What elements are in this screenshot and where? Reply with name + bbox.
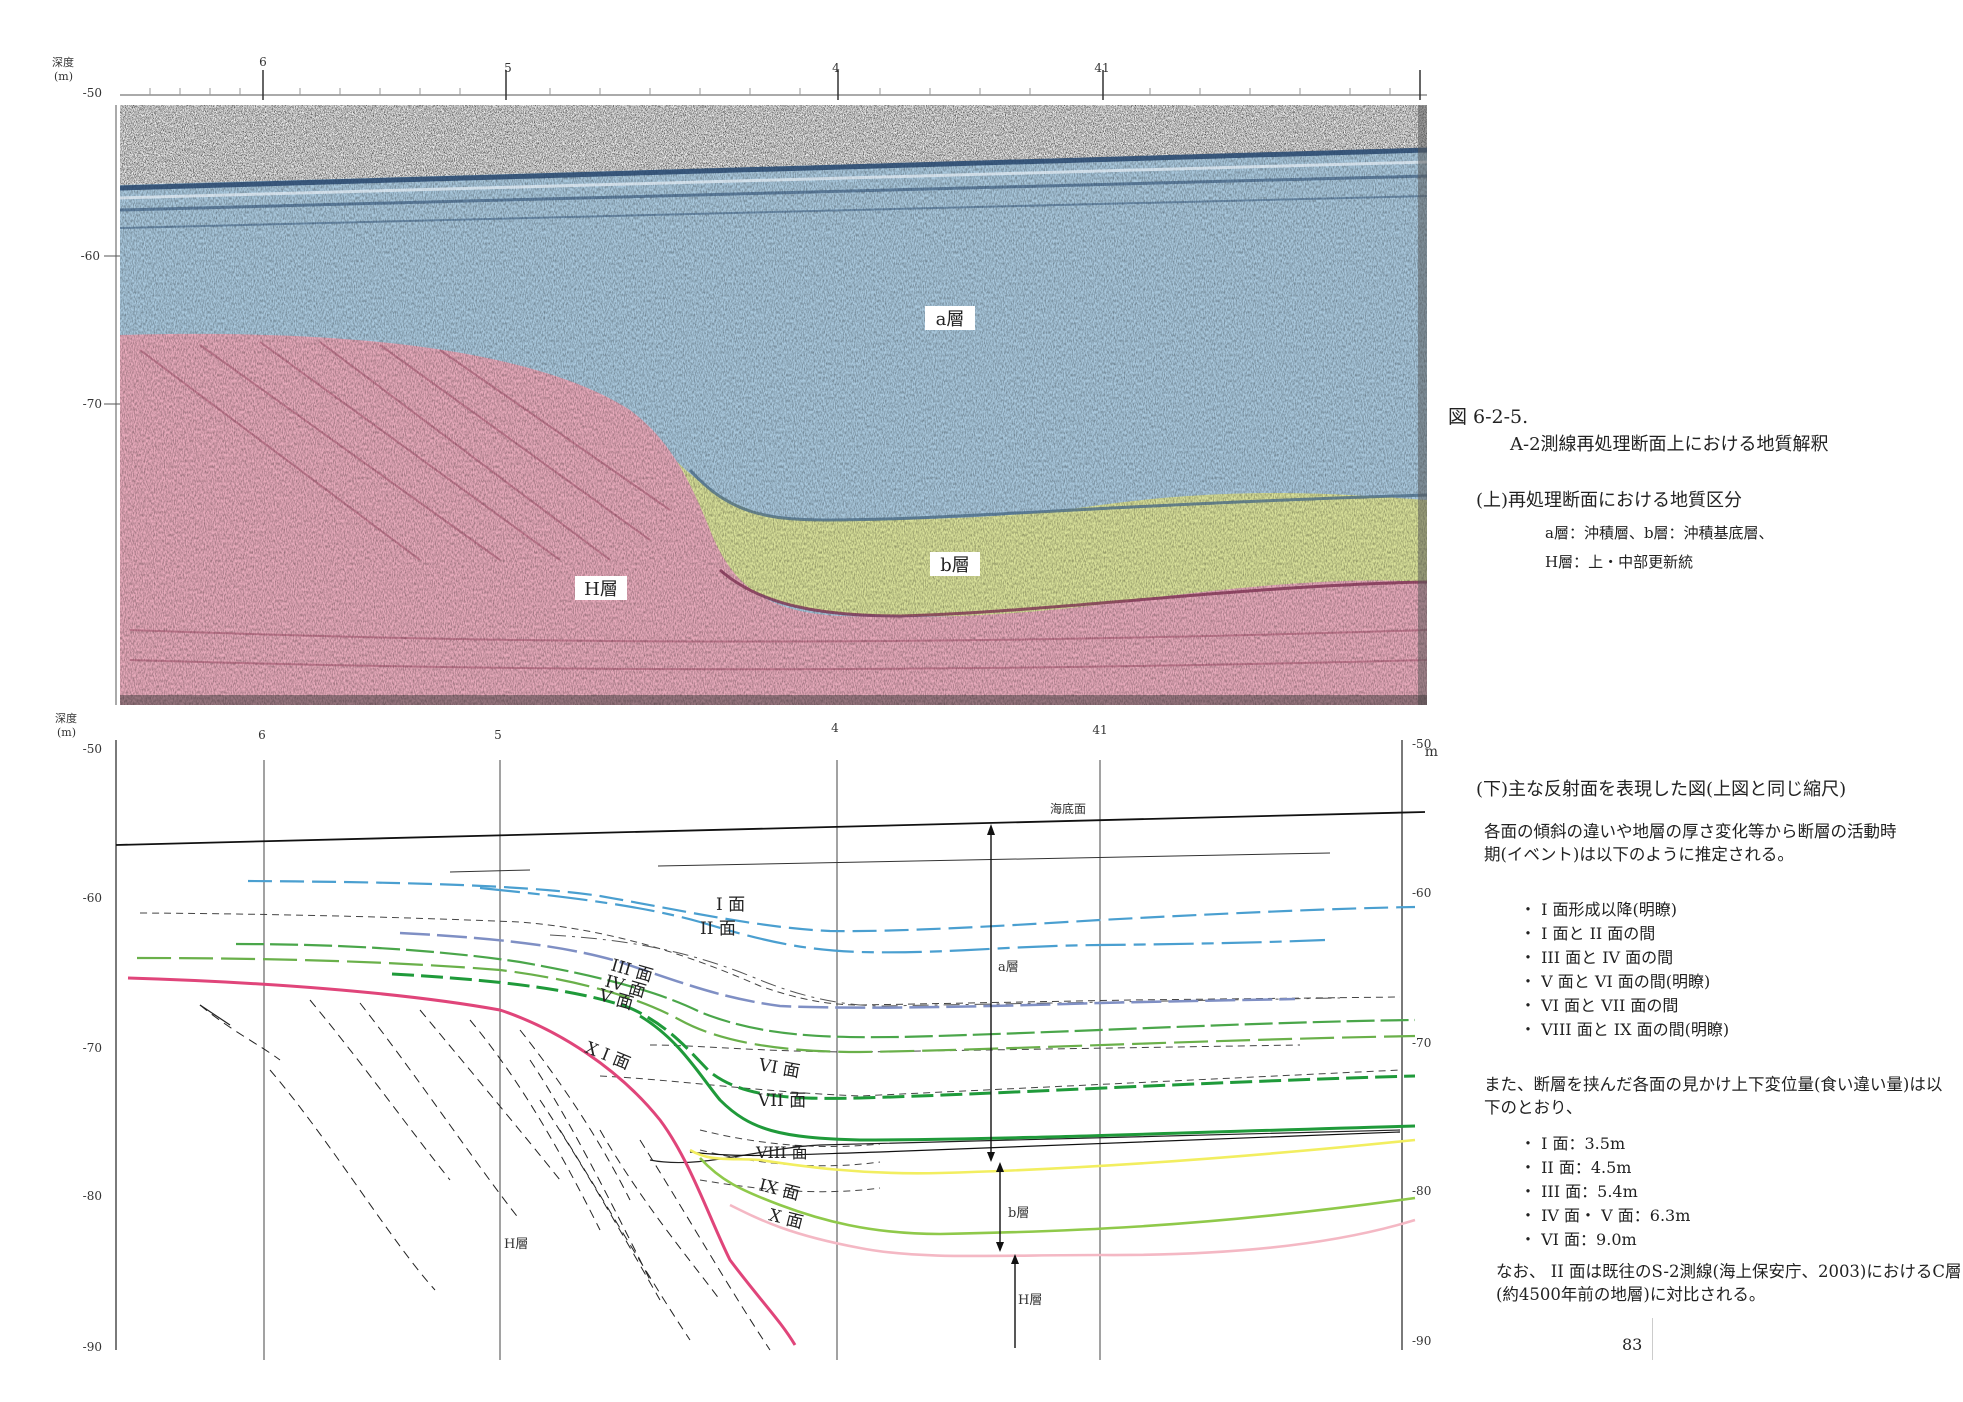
- bottom-right-tick-80: -80: [1412, 1184, 1431, 1198]
- bottom-station-5: 5: [494, 728, 502, 742]
- surface-X-line: [729, 1203, 1416, 1258]
- surface-VII-line: [639, 1014, 1416, 1142]
- bottom-layer-a-label: a層: [998, 960, 1019, 975]
- surface-X-label: X 面: [767, 1205, 805, 1233]
- event-item-6: ・ VIII 面と IX 面の間(明瞭): [1520, 1020, 1730, 1039]
- surface-II-line: [479, 886, 1326, 954]
- bottom-axis-unit-m: (m): [57, 726, 76, 739]
- bottom-left-tick-70: -70: [83, 1041, 102, 1055]
- top-station-41: 41: [1094, 61, 1109, 75]
- bottom-layer-h-label: H層: [1018, 1293, 1042, 1308]
- top-depth-tick-50: -50: [83, 86, 102, 100]
- seismic-section-panel: 6 5 4 41 深度 (m) -50 -60 -70 a層: [52, 55, 1427, 705]
- bottom-station-4: 4: [831, 721, 839, 735]
- surface-VII-label: VII 面: [757, 1091, 806, 1111]
- bottom-left-tick-60: -60: [83, 891, 102, 905]
- surface-IX-label: IX 面: [757, 1175, 802, 1204]
- top-section-title: (上)再処理断面における地質区分: [1476, 490, 1743, 511]
- top-station-6: 6: [259, 55, 267, 69]
- seafloor-label: 海底面: [1050, 801, 1086, 816]
- top-legend-line-1: a層：沖積層、b層：沖積基底層、: [1545, 524, 1774, 542]
- surface-VI-label: VI 面: [756, 1055, 801, 1082]
- top-station-4: 4: [832, 61, 840, 75]
- offset-item-4: ・ IV 面・ V 面：6.3m: [1520, 1206, 1691, 1225]
- surface-II-label: II 面: [700, 919, 736, 939]
- surface-III-line: [399, 931, 1296, 1009]
- top-depth-tick-70: -70: [83, 397, 102, 411]
- offset-item-1: ・ I 面：3.5m: [1520, 1134, 1626, 1153]
- bottom-left-tick-80: -80: [83, 1189, 102, 1203]
- surface-VIII-label: VIII 面: [755, 1143, 808, 1162]
- correlation-note: なお、 II 面は既往のS-2測線(海上保安庁、2003)におけるC層(約450…: [1496, 1262, 1962, 1304]
- bottom-right-tick-90: -90: [1412, 1334, 1431, 1348]
- bottom-station-41: 41: [1092, 723, 1107, 737]
- offset-intro: また、断層を挟んだ各面の見かけ上下変位量(食い違い量)は以下のとおり、: [1484, 1075, 1943, 1117]
- event-item-3: ・ III 面と IV 面の間: [1520, 948, 1674, 967]
- bottom-layer-h-left-label: H層: [504, 1237, 528, 1252]
- bottom-station-6: 6: [258, 728, 266, 742]
- top-station-5: 5: [504, 61, 512, 75]
- top-depth-tick-60: -60: [81, 249, 100, 263]
- bottom-right-tick-60: -60: [1412, 886, 1431, 900]
- surface-I-label: I 面: [716, 895, 745, 915]
- offset-item-5: ・ VI 面：9.0m: [1520, 1230, 1637, 1249]
- page-number: 83: [1622, 1335, 1643, 1354]
- top-layer-b-label: b層: [940, 555, 970, 576]
- h-layer-dipping-reflectors: [199, 999, 771, 1351]
- bottom-right-tick-70: -70: [1412, 1036, 1431, 1050]
- top-station-ticks: [262, 70, 1421, 100]
- top-axis-unit-m: (m): [54, 70, 73, 83]
- offset-item-3: ・ III 面：5.4m: [1520, 1182, 1638, 1201]
- surface-VI-line: [391, 972, 1416, 1100]
- top-legend-line-2: H層：上・中部更新統: [1545, 553, 1694, 571]
- bottom-left-tick-50: -50: [83, 742, 102, 756]
- offset-item-2: ・ II 面：4.5m: [1520, 1158, 1632, 1177]
- surface-V-line: [136, 956, 1416, 1054]
- page-divider: [1652, 1318, 1653, 1360]
- event-intro: 各面の傾斜の違いや地層の厚さ変化等から断層の活動時期(イベント)は以下のように推…: [1484, 822, 1897, 864]
- top-layer-h-label: H層: [584, 579, 618, 600]
- top-axis-unit-depth: 深度: [52, 55, 74, 69]
- reflection-surfaces-panel: 深度 (m) 6 5 4 41 -50 -60 -70 -80 -90 -50 …: [55, 711, 1438, 1360]
- bottom-right-unit: m: [1425, 744, 1438, 760]
- bottom-section-title: (下)主な反射面を表現した図(上図と同じ縮尺): [1476, 779, 1847, 800]
- figure-title: A-2測線再処理断面上における地質解釈: [1510, 434, 1829, 455]
- event-item-2: ・ I 面と II 面の間: [1520, 924, 1656, 943]
- surface-VIII-line: [689, 1138, 1416, 1175]
- surface-XI-line: [127, 976, 797, 1346]
- surface-IV-line: [235, 942, 1416, 1039]
- bottom-left-tick-90: -90: [83, 1340, 102, 1354]
- top-layer-a-label: a層: [936, 309, 965, 330]
- surface-I-line: [247, 879, 1416, 933]
- event-item-5: ・ VI 面と VII 面の間: [1520, 996, 1679, 1015]
- bottom-layer-b-label: b層: [1008, 1206, 1029, 1221]
- event-item-4: ・ V 面と VI 面の間(明瞭): [1520, 972, 1711, 991]
- seafloor-line: [115, 811, 1426, 846]
- event-item-1: ・ I 面形成以降(明瞭): [1520, 900, 1677, 919]
- bottom-right-tick-50: -50: [1412, 737, 1431, 751]
- surface-IX-line: [699, 1157, 1416, 1236]
- figure-label: 図 6-2-5.: [1448, 406, 1529, 428]
- bottom-axis-unit-depth: 深度: [55, 711, 77, 725]
